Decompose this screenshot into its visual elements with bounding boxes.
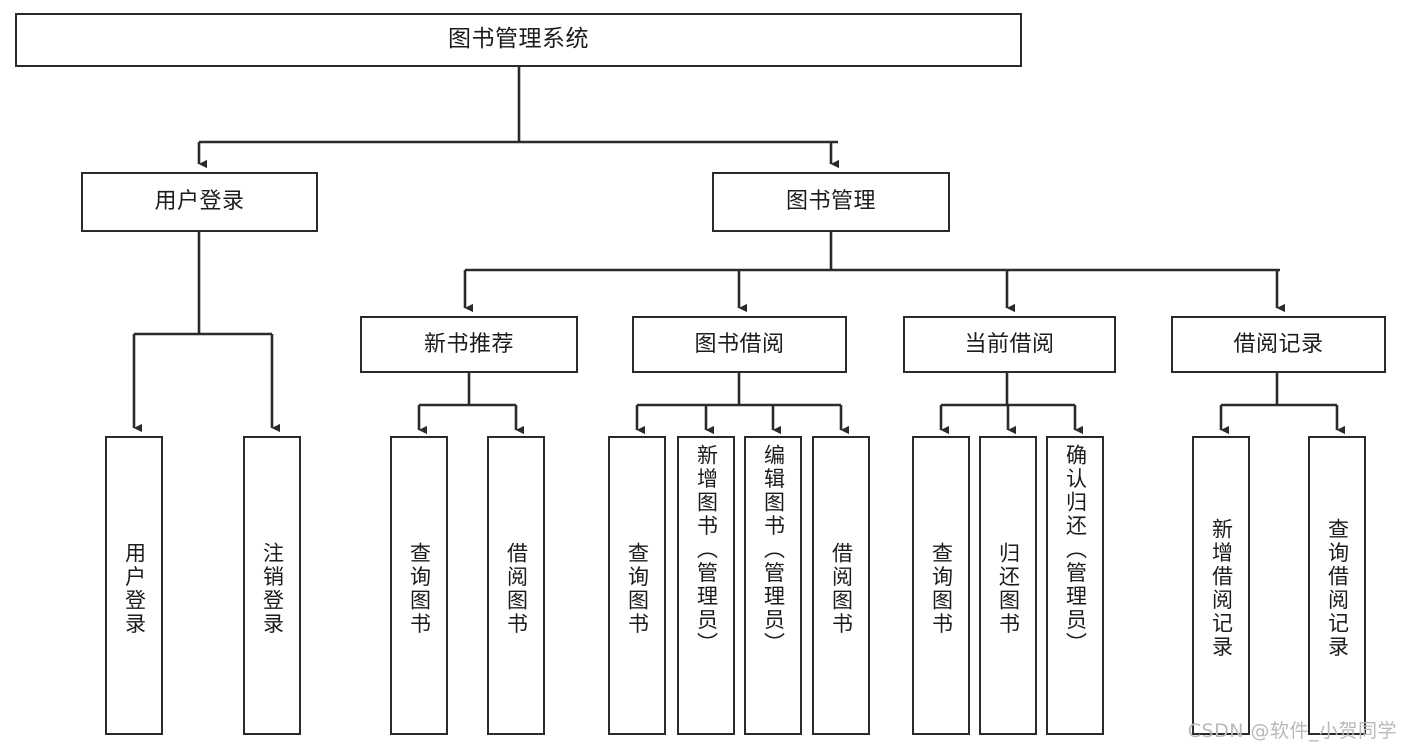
node-label: 借阅图书 — [504, 541, 529, 636]
node-label: 当前借阅 — [964, 331, 1055, 357]
node-label: 编辑图书（管理员） — [761, 444, 786, 656]
leaf-confirm-return-admin[interactable]: 确认归还（管理员） — [1046, 436, 1104, 735]
leaf-query-book-borrow[interactable]: 查询图书 — [608, 436, 666, 735]
node-label: 注销登录 — [260, 541, 285, 636]
leaf-query-borrow-record[interactable]: 查询借阅记录 — [1308, 436, 1366, 735]
node-label: 确认归还（管理员） — [1063, 444, 1088, 656]
node-book-borrow[interactable]: 图书借阅 — [632, 316, 847, 373]
node-label: 用户登录 — [154, 189, 245, 215]
node-label: 用户登录 — [122, 541, 147, 636]
leaf-edit-book-admin[interactable]: 编辑图书（管理员） — [744, 436, 802, 735]
node-label: 图书管理 — [785, 189, 876, 215]
leaf-add-borrow-record[interactable]: 新增借阅记录 — [1192, 436, 1250, 735]
node-label: 归还图书 — [996, 541, 1021, 636]
watermark-text: CSDN @软件_小贺同学 — [1187, 720, 1397, 742]
node-label: 新增图书（管理员） — [694, 444, 719, 656]
node-label: 图书借阅 — [694, 331, 785, 357]
leaf-user-logout[interactable]: 注销登录 — [243, 436, 301, 735]
node-user-login[interactable]: 用户登录 — [81, 172, 318, 232]
node-label: 查询图书 — [929, 541, 954, 636]
leaf-borrow-book[interactable]: 借阅图书 — [812, 436, 870, 735]
leaf-query-book-current[interactable]: 查询图书 — [912, 436, 970, 735]
node-label: 图书管理系统 — [448, 26, 589, 53]
leaf-add-book-admin[interactable]: 新增图书（管理员） — [677, 436, 735, 735]
node-label: 新增借阅记录 — [1209, 518, 1234, 659]
node-label: 借阅图书 — [829, 541, 854, 636]
node-label: 查询图书 — [407, 541, 432, 636]
node-label: 查询借阅记录 — [1325, 518, 1350, 659]
leaf-user-login[interactable]: 用户登录 — [105, 436, 163, 735]
leaf-borrow-book-recommend[interactable]: 借阅图书 — [487, 436, 545, 735]
node-label: 借阅记录 — [1233, 331, 1324, 357]
node-book-management[interactable]: 图书管理 — [712, 172, 950, 232]
node-borrow-record[interactable]: 借阅记录 — [1171, 316, 1386, 373]
node-label: 新书推荐 — [423, 331, 514, 357]
leaf-query-book-recommend[interactable]: 查询图书 — [390, 436, 448, 735]
node-label: 查询图书 — [625, 541, 650, 636]
node-current-borrow[interactable]: 当前借阅 — [903, 316, 1116, 373]
node-new-book-recommend[interactable]: 新书推荐 — [360, 316, 578, 373]
leaf-return-book[interactable]: 归还图书 — [979, 436, 1037, 735]
node-root-book-management-system[interactable]: 图书管理系统 — [15, 13, 1022, 67]
